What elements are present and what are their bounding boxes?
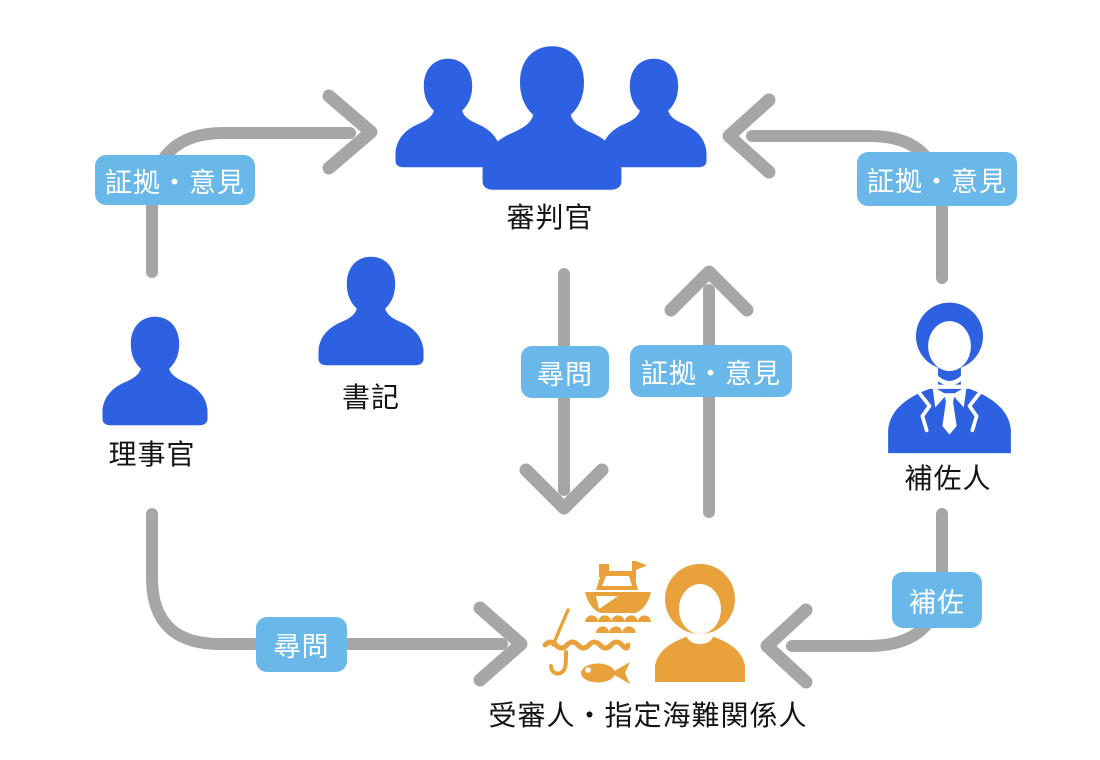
arrowhead-down-icon [519, 463, 609, 515]
collar-left [932, 386, 947, 408]
judges-label: 審判官 [506, 202, 594, 233]
chip-interrogation-bottom: 尋問 [256, 617, 347, 672]
collar-line [934, 375, 965, 386]
counsel-person-icon [877, 299, 1022, 456]
arrowhead-left-icon [760, 603, 813, 689]
tie [942, 393, 957, 435]
arrowhead-up-icon [664, 265, 754, 317]
chip-evidence-opinion-topright: 証拠・意見 [857, 152, 1017, 206]
judge-center-person-icon [482, 46, 622, 190]
clerk-person-icon [310, 252, 432, 370]
fish-icon [581, 662, 630, 684]
clerk-label: 書記 [341, 382, 401, 413]
arrowhead-right-icon [473, 601, 528, 687]
chip-evidence-opinion-topleft: 証拠・意見 [95, 155, 255, 205]
arrow-examinee-to-judges [664, 265, 754, 518]
investigator-person-icon [95, 312, 215, 430]
examinee-group-icon [540, 552, 750, 692]
arrowhead-right-icon [322, 89, 378, 175]
arrow-investigator-to-examinee [146, 508, 528, 687]
counsel-label: 補佐人 [904, 463, 992, 494]
lapel-left [917, 391, 932, 433]
arrow-shaft [146, 508, 508, 650]
lapel-right [967, 391, 982, 433]
examinee-person-icon [655, 564, 745, 682]
chip-evidence-opinion-center: 証拠・意見 [630, 345, 792, 397]
fishing-rod-icon [542, 608, 631, 676]
judges-group-icon [387, 42, 717, 192]
collar-right [952, 386, 967, 408]
judge-left-person-icon [395, 58, 501, 168]
chip-assist: 補佐 [892, 572, 982, 628]
arrowhead-left-icon [722, 93, 776, 179]
investigator-label: 理事官 [108, 439, 196, 470]
face [928, 321, 971, 372]
examinee-label: 受審人・指定海難関係人 [488, 700, 808, 731]
ship-icon [585, 561, 651, 633]
judge-right-person-icon [601, 58, 707, 168]
chip-interrogation-center: 尋問 [521, 346, 609, 398]
